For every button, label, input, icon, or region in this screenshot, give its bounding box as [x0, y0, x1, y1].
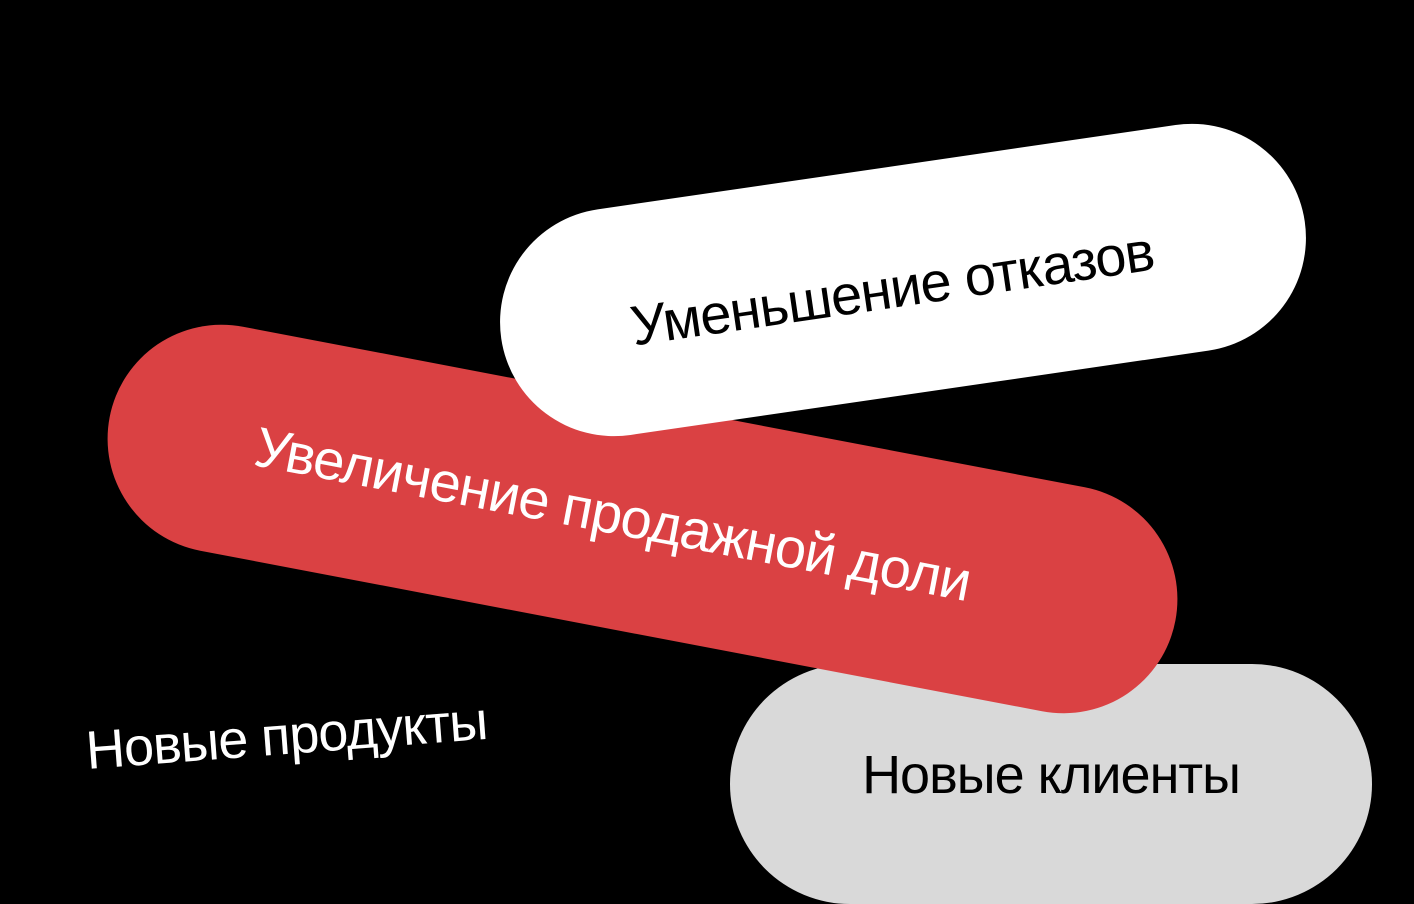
new-clients-label: Новые клиенты — [862, 745, 1241, 805]
increase-share-label: Увеличение продажной доли — [249, 414, 977, 613]
new-products-label: Новые продукты — [83, 690, 490, 781]
reduce-refusals-pill: Уменьшение отказов — [484, 108, 1322, 452]
reduce-refusals-label: Уменьшение отказов — [626, 218, 1158, 357]
